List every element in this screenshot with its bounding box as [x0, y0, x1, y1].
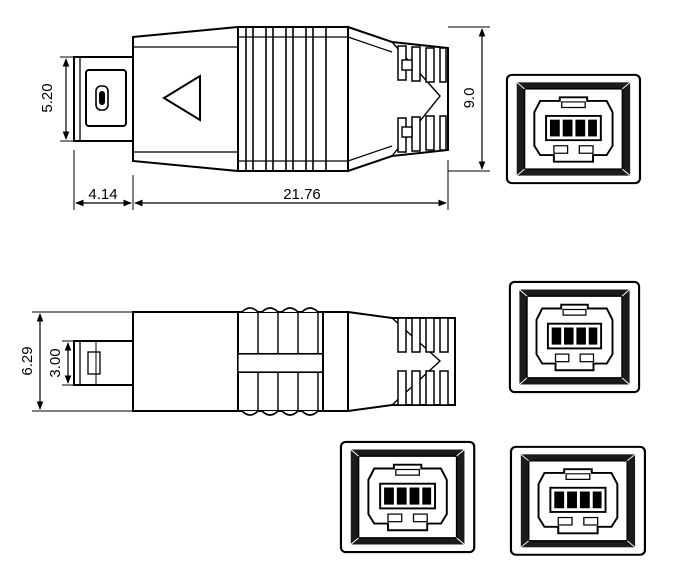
dim-side-plug-height: 3.00 [47, 348, 64, 377]
top-view: 5.20 9.0 4.14 21.76 [39, 25, 490, 210]
dim-side-body-height: 6.29 [19, 346, 36, 375]
ieee1394-socket-icon [505, 73, 642, 185]
dim-body-height: 9.0 [461, 88, 478, 109]
dim-body-length: 21.76 [283, 186, 321, 203]
triangle-arrow-icon [162, 74, 201, 122]
ieee1394-socket-icon [508, 280, 641, 394]
dim-plug-length: 4.14 [88, 186, 117, 203]
ieee1394-socket-icon [339, 440, 476, 554]
dim-plug-height: 5.20 [39, 83, 56, 112]
side-view: 6.29 3.00 [19, 307, 456, 416]
ieee1394-socket-icon [509, 445, 647, 556]
